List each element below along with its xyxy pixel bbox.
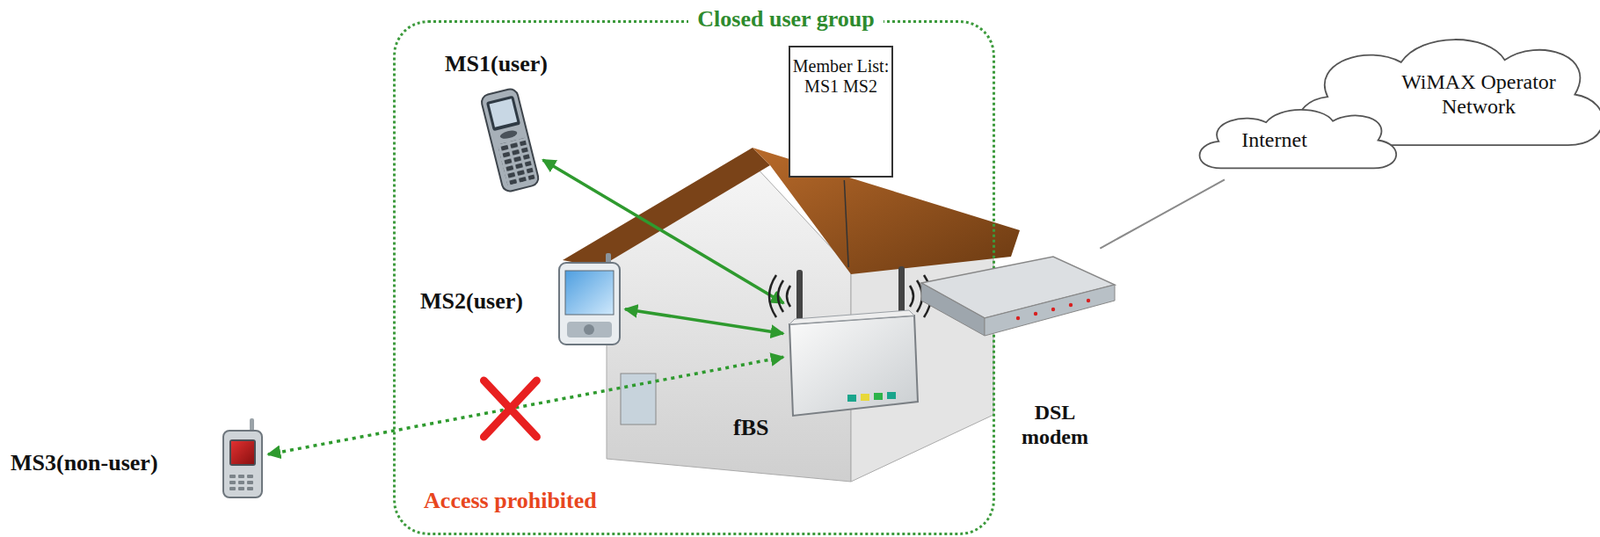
dsl-modem: DSL modem [921, 249, 1115, 338]
mobile-station: MS1(user) [479, 87, 541, 194]
node-label: MS2(user) [420, 288, 524, 315]
node-text: Member List: MS1 MS2 [790, 56, 892, 97]
node-text: WiMAX Operator Network [1390, 70, 1567, 119]
cloud-outline [1200, 109, 1397, 169]
connector [268, 356, 784, 455]
blocked-cross [483, 380, 537, 437]
device-drawing [559, 253, 620, 345]
node-label: fBS [733, 414, 769, 442]
edge-label: Access prohibited [421, 487, 600, 515]
closed-user-group: MS1(user) Member List: MS1 MS2MS2(user) fB… [392, 20, 996, 536]
connector [843, 180, 849, 268]
device-drawing [921, 256, 1115, 336]
device-drawing [769, 266, 931, 416]
node-label: Closed user group [688, 6, 883, 33]
node-label: DSL modem [1015, 400, 1095, 450]
device-icon [219, 418, 266, 501]
device-icon [921, 249, 1115, 338]
node-label: MS3(non-user) [10, 450, 159, 477]
femto-base-station: fBS [785, 269, 919, 419]
device-drawing [223, 418, 262, 498]
node-text: Internet [1241, 128, 1308, 153]
member-list-callout: Member List: MS1 MS2 [788, 45, 894, 178]
blocked-mark [483, 380, 537, 437]
device-drawing [480, 87, 540, 194]
mobile-station: MS2(user) [556, 260, 623, 348]
connector [1099, 179, 1225, 248]
mobile-station: MS3(non-user) [219, 418, 266, 501]
device-icon [479, 87, 541, 194]
connector [625, 309, 784, 335]
node-label: MS1(user) [444, 50, 548, 78]
internet-cloud: Internet [1188, 101, 1404, 179]
device-icon [785, 269, 919, 419]
house-roof [562, 147, 771, 268]
device-icon [556, 260, 623, 348]
